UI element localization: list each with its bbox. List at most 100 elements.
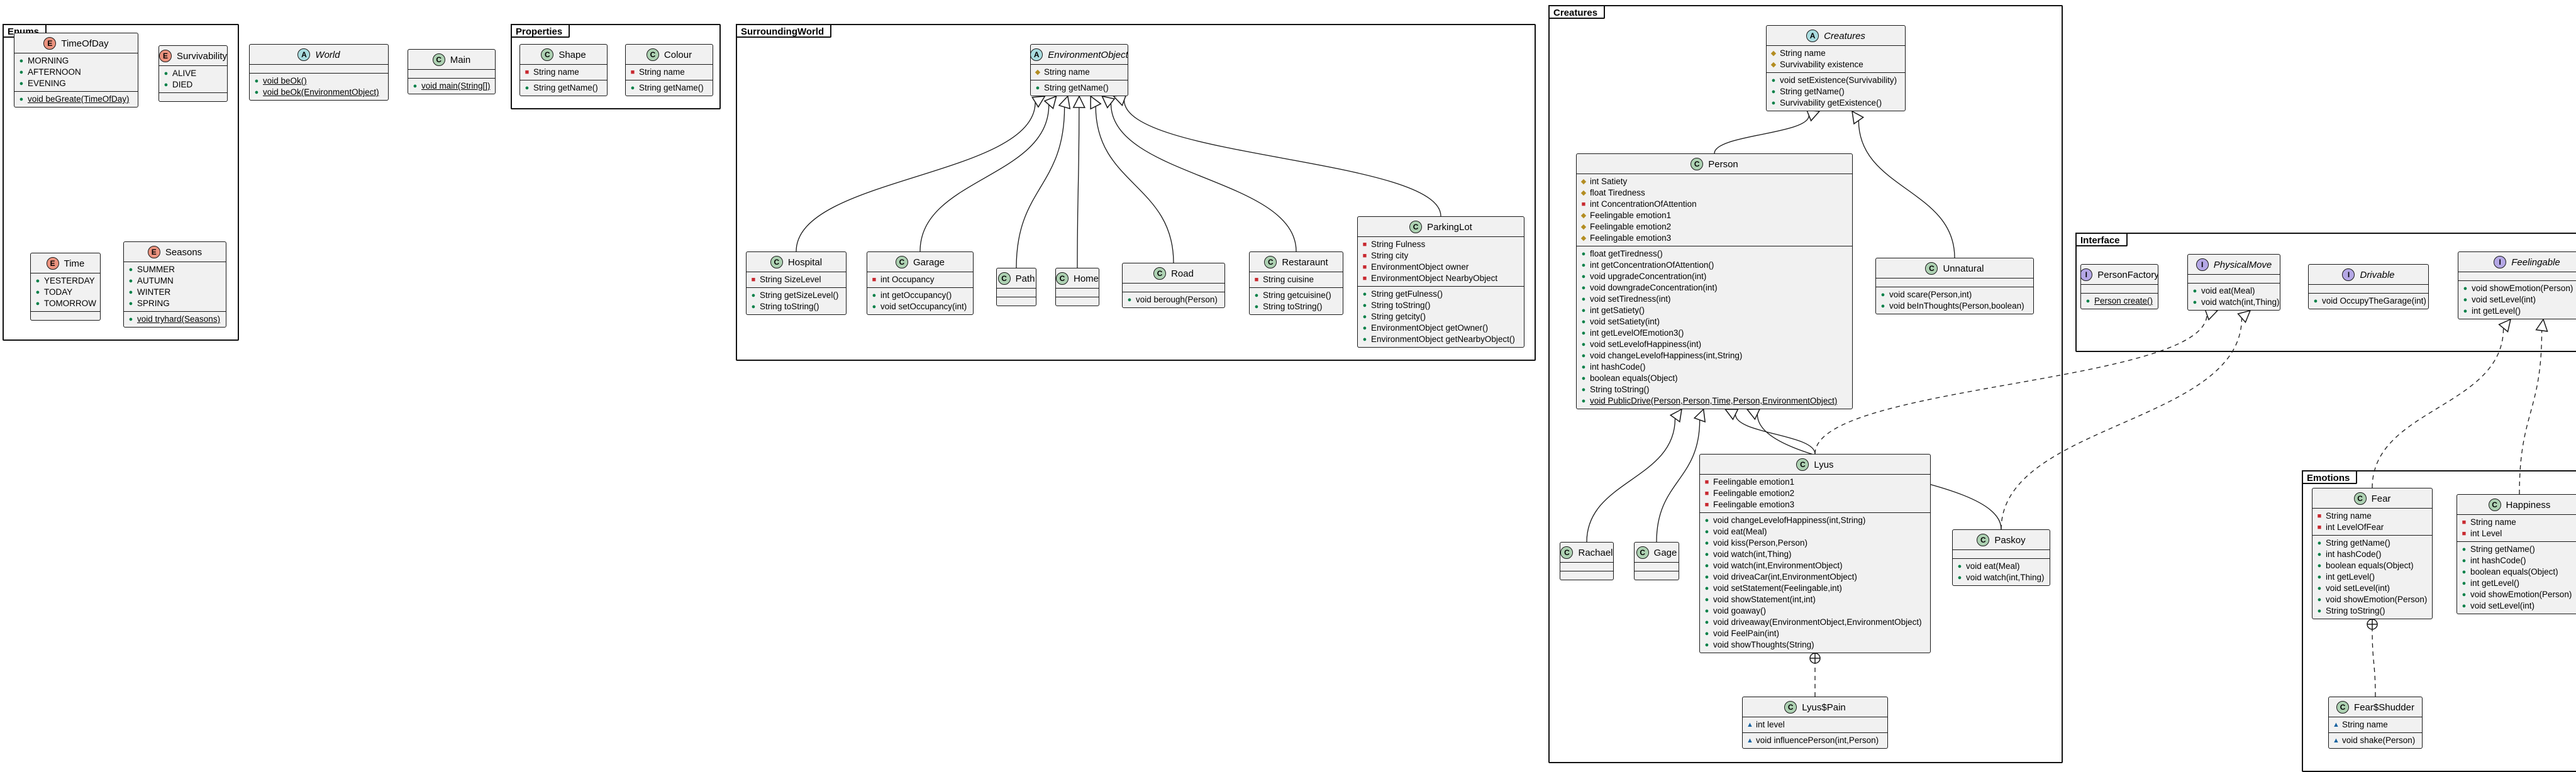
public-visibility-icon: ● [19,96,24,103]
member-text: MORNING [28,56,69,65]
methods-section: ●String getSizeLevel()●String toString() [747,287,846,314]
member-row: ●void showStatement(int,int) [1704,594,1926,605]
member-row: ●String toString() [1580,384,1848,395]
class-name: Path [1015,273,1035,284]
member-text: int level [1756,720,1785,729]
member-text: String name [639,67,685,77]
member-text: EnvironmentObject getOwner() [1371,323,1489,333]
methods-section [159,92,227,101]
member-text: void eat(Meal) [2201,286,2255,295]
fields-section: ■Feelingable emotion1■Feelingable emotio… [1700,474,1930,512]
member-row: ●Person create() [2085,295,2154,307]
fields-section: ●SUMMER●AUTUMN●WINTER●SPRING [124,262,226,311]
protected-visibility-icon: ◆ [1770,50,1777,57]
member-row: ●int getLevel() [2461,578,2576,589]
member-text: String getcity() [1371,312,1426,321]
member-row: ●ALIVE [163,68,223,79]
class-icon: C [1796,458,1809,471]
public-visibility-icon: ● [2463,285,2468,292]
class-name: Paskoy [1994,534,2026,546]
abstract-class-icon: A [297,48,311,61]
fields-section: ■String Fulness■String city■EnvironmentO… [1358,236,1524,286]
member-row: ●void setLevel(int) [2316,583,2428,594]
class-name: Happiness [2506,499,2551,510]
class-name: Shape [558,49,586,60]
class-name: TimeOfDay [61,38,109,49]
public-visibility-icon: ● [2317,539,2322,547]
public-visibility-icon: ● [2317,573,2322,581]
public-visibility-icon: ● [1254,303,1259,311]
private-visibility-icon: ■ [751,276,756,284]
member-text: void showStatement(int,int) [1713,595,1816,604]
fields-section [2188,274,2280,283]
member-row: ●SUMMER [128,264,222,275]
class-name: Fear [2371,493,2391,504]
public-visibility-icon: ● [413,82,418,90]
member-text: TOMORROW [44,299,96,308]
private-visibility-icon: ■ [1362,263,1367,271]
member-row: ●String getName() [630,82,709,94]
methods-section: ●String getName() [1031,80,1128,96]
member-row: ■String name [2461,517,2576,528]
member-text: boolean equals(Object) [2326,561,2414,570]
fields-section [408,69,495,78]
member-row: ■String city [1362,250,1520,262]
member-text: void goaway() [1713,606,1767,615]
member-text: String toString() [760,302,819,311]
member-text: void setExistence(Survivability) [1780,75,1897,85]
member-row: ●void kiss(Person,Person) [1704,538,1926,549]
member-text: Person create() [2094,296,2153,306]
member-row: ●void changeLevelofHappiness(int,String) [1580,350,1848,361]
member-row: ●void eat(Meal) [2192,285,2276,297]
package-visibility-icon: ▲ [1746,737,1753,744]
member-row: ●void main(String[]) [412,80,491,92]
member-row: ◆Feelingable emotion3 [1580,233,1848,244]
class-icon: C [541,48,554,61]
member-row: ●void changeLevelofHappiness(int,String) [1704,515,1926,526]
interface-icon: I [2196,258,2209,271]
member-row: ●Survivability getExistence() [1770,97,1901,109]
member-text: void setLevelofHappiness(int) [1590,339,1702,349]
protected-visibility-icon: ◆ [1580,234,1587,242]
public-visibility-icon: ● [1581,262,1586,269]
member-text: ALIVE [172,69,197,78]
class-header: I PhysicalMove [2188,255,2280,274]
public-visibility-icon: ● [525,84,530,92]
member-row: ●AUTUMN [128,275,222,287]
class-name: PhysicalMove [2213,259,2272,270]
member-row: ●void beOk() [253,75,384,87]
public-visibility-icon: ● [2317,607,2322,615]
member-row: ■Feelingable emotion1 [1704,477,1926,488]
class-name: Road [1171,268,1194,279]
fields-section: ●ALIVE●DIED [159,65,227,92]
member-row: ●EnvironmentObject getNearbyObject() [1362,334,1520,345]
enum-icon: E [147,246,160,258]
fields-section: ●YESTERDAY●TODAY●TOMORROW [31,273,100,311]
fields-section [250,64,388,73]
fields-section [2458,272,2576,280]
member-row: ●int getLevelOfEmotion3() [1580,328,1848,339]
methods-section: ●String getName()●int hashCode()●boolean… [2457,541,2576,614]
member-row: ●String toString() [1253,301,1339,312]
public-visibility-icon: ● [2317,551,2322,558]
public-visibility-icon: ● [35,277,40,285]
member-text: YESTERDAY [44,276,95,285]
member-row: ●String getSizeLevel() [750,290,842,301]
member-row: ●void eat(Meal) [1704,526,1926,538]
member-row: ●int getConcentrationOfAttention() [1580,260,1848,271]
public-visibility-icon: ● [2317,585,2322,592]
methods-section: ●String getcuisine()●String toString() [1250,287,1343,314]
public-visibility-icon: ● [1581,341,1586,348]
member-row: ●void FeelPain(int) [1704,628,1926,639]
